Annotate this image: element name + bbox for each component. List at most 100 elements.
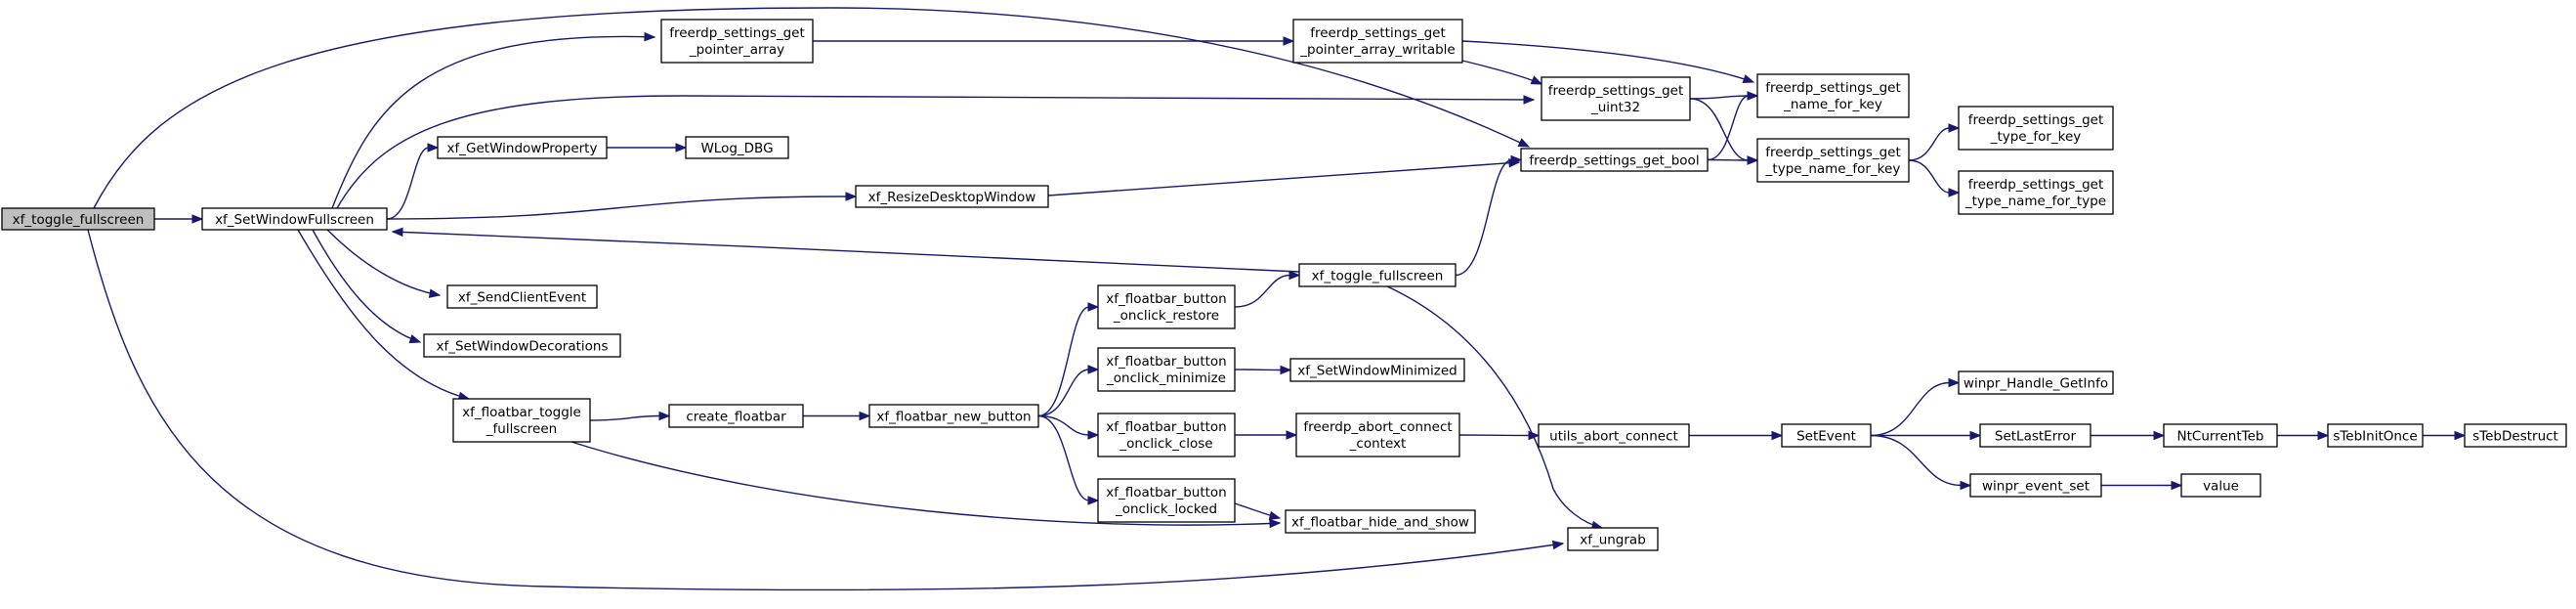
node-label: sTebInitOnce [2333, 429, 2417, 445]
arrow-head-icon [1948, 377, 1961, 388]
node-restore[interactable]: xf_floatbar_button_onclick_restore [1097, 284, 1236, 329]
node-typenametype[interactable]: freerdp_settings_get_type_name_for_type [1958, 170, 2114, 215]
node-label: SetLastError [1995, 429, 2077, 445]
node-setlasterr[interactable]: SetLastError [1979, 423, 2091, 448]
edge-line [1037, 306, 1090, 417]
node-typekey[interactable]: freerdp_settings_get_type_for_key [1958, 106, 2114, 151]
node-hideshow[interactable]: xf_floatbar_hide_and_show [1285, 509, 1476, 534]
node-label: freerdp_settings_get [669, 25, 805, 41]
node-ptrarr[interactable]: freerdp_settings_get_pointer_array [660, 19, 814, 64]
node-label: _uint32 [1590, 100, 1640, 115]
node-toggle2[interactable]: xf_toggle_fullscreen [1298, 263, 1457, 287]
node-box [1289, 358, 1465, 382]
node-box [2180, 473, 2261, 498]
node-setevent[interactable]: SetEvent [1781, 423, 1872, 448]
edge-ptrarrw-to-uint32 [1461, 60, 1543, 85]
edge-line [1908, 127, 1951, 161]
node-sendclient[interactable]: xf_SendClientEvent [446, 284, 598, 309]
edge-line [1707, 95, 1750, 161]
arrow-head-icon [1268, 510, 1282, 521]
node-getwinprop[interactable]: xf_GetWindowProperty [437, 136, 608, 159]
edge-getbool-to-namekey [1707, 91, 1759, 161]
node-label: _pointer_array_writable [1299, 42, 1455, 58]
node-createfb[interactable]: create_floatbar [668, 404, 804, 428]
node-box [1, 207, 155, 231]
edge-newbtn-to-locked [1037, 414, 1100, 505]
node-steb[interactable]: sTebInitOnce [2327, 423, 2424, 448]
edge-line [1455, 158, 1513, 277]
node-root[interactable]: xf_toggle_fullscreen [1, 207, 155, 231]
arrow-head-icon [1771, 430, 1784, 441]
node-box [1781, 423, 1872, 448]
edge-line [1870, 381, 1951, 437]
arrow-head-icon [2171, 480, 2183, 491]
node-label: xf_floatbar_button [1106, 354, 1227, 370]
edge-line [1870, 434, 1963, 487]
node-box [1969, 473, 2102, 498]
edge-line [1037, 414, 1090, 501]
node-abortctx[interactable]: freerdp_abort_connect_context [1295, 413, 1460, 457]
edge-newbtn-to-minimize [1037, 365, 1100, 417]
node-label: xf_floatbar_toggle [462, 405, 581, 420]
edge-line [1037, 369, 1090, 417]
node-close[interactable]: xf_floatbar_button_onclick_close [1097, 413, 1236, 457]
node-stebd[interactable]: sTebDestruct [2464, 423, 2567, 448]
node-handleinfo[interactable]: winpr_Handle_GetInfo [1958, 370, 2114, 395]
edge-toggle2-to-setfs [391, 227, 1300, 273]
edge-line [326, 229, 441, 296]
node-ptrarrw[interactable]: freerdp_settings_get_pointer_array_writa… [1292, 19, 1463, 64]
node-minimize[interactable]: xf_floatbar_button_onclick_minimize [1097, 347, 1236, 392]
node-typenamekey[interactable]: freerdp_settings_get_type_name_for_key [1756, 138, 1910, 183]
edge-restore-to-toggle2 [1234, 270, 1301, 308]
node-eventset[interactable]: winpr_event_set [1969, 473, 2102, 498]
node-namekey[interactable]: freerdp_settings_get_name_for_key [1756, 73, 1910, 118]
node-setmin[interactable]: xf_SetWindowMinimized [1289, 358, 1465, 382]
edge-root-to-ungrab [87, 229, 1565, 591]
node-value[interactable]: value [2180, 473, 2261, 498]
arrow-head-icon [1948, 123, 1961, 133]
node-box [1541, 76, 1691, 121]
node-label: xf_floatbar_new_button [876, 410, 1031, 425]
node-label: xf_SetWindowDecorations [437, 339, 609, 355]
node-newbtn[interactable]: xf_floatbar_new_button [868, 404, 1039, 428]
edge-line [1707, 158, 1750, 161]
arrow-head-icon [1948, 188, 1961, 197]
node-utilsabort[interactable]: utils_abort_connect [1538, 423, 1690, 448]
node-setfs[interactable]: xf_SetWindowFullscreen [201, 207, 388, 231]
node-label: SetEvent [1796, 429, 1856, 445]
edge-line [589, 414, 661, 421]
node-wlog[interactable]: WLog_DBG [685, 136, 789, 159]
edge-line [570, 441, 1281, 526]
edge-abortctx-to-utilsabort [1458, 430, 1541, 441]
edge-root-to-setfs [154, 214, 204, 224]
node-label: _type_name_for_key [1765, 161, 1901, 177]
node-label: xf_SetWindowFullscreen [215, 212, 374, 228]
edge-typenamekey-to-typekey [1908, 123, 1961, 161]
edge-getbool-to-typenamekey [1707, 155, 1759, 165]
node-locked[interactable]: xf_floatbar_button_onclick_locked [1097, 478, 1236, 523]
arrow-head-icon [1087, 430, 1100, 440]
node-box [1097, 413, 1236, 457]
arrow-head-icon [1747, 91, 1759, 101]
node-label: xf_floatbar_hide_and_show [1291, 515, 1469, 531]
node-ntcurteb[interactable]: NtCurrentTeb [2163, 423, 2278, 448]
edge-typenamekey-to-typenametype [1908, 159, 1961, 197]
arrow-head-icon [1269, 518, 1282, 529]
arrow-head-icon [1087, 496, 1100, 505]
node-label: _context [1349, 436, 1407, 452]
node-getbool[interactable]: freerdp_settings_get_bool [1520, 148, 1709, 172]
node-fbtoggle[interactable]: xf_floatbar_toggle_fullscreen [452, 398, 591, 443]
edge-steb-to-stebd [2422, 430, 2467, 441]
arrow-head-icon [191, 214, 204, 224]
node-label: xf_toggle_fullscreen [13, 212, 145, 228]
arrow-head-icon [408, 334, 422, 344]
edge-line [1908, 159, 1951, 194]
node-resize[interactable]: xf_ResizeDesktopWindow [855, 185, 1049, 208]
node-uint32[interactable]: freerdp_settings_get_uint32 [1541, 76, 1691, 121]
arrow-head-icon [1960, 480, 1972, 491]
node-ungrab[interactable]: xf_ungrab [1567, 527, 1659, 551]
node-setdecor[interactable]: xf_SetWindowDecorations [423, 333, 621, 358]
edge-setfs-to-resize [386, 192, 858, 220]
node-label: winpr_event_set [1982, 479, 2090, 495]
edge-root-to-getbool [93, 7, 1531, 209]
